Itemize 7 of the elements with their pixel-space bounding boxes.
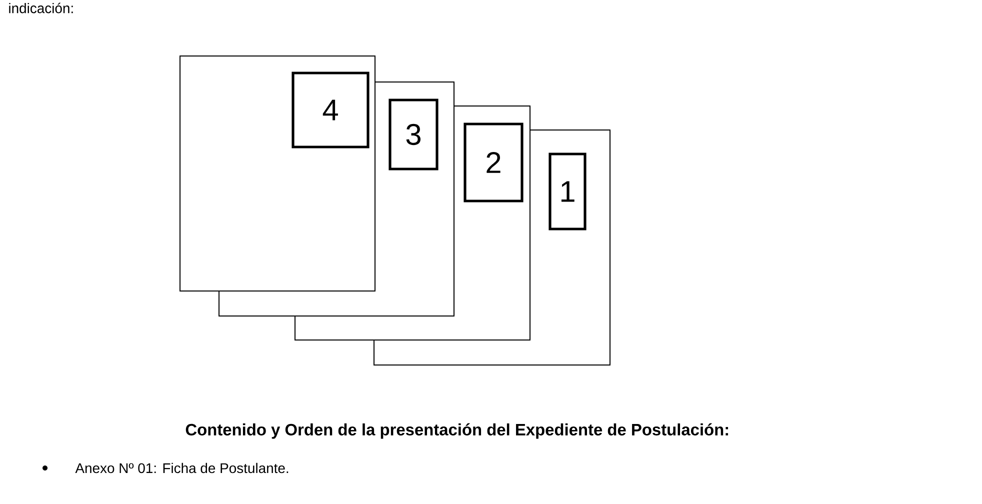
section-heading: Contenido y Orden de la presentación del Expediente de Postulación:	[186, 423, 728, 439]
number-box: 1	[548, 152, 586, 230]
number-box: 4	[292, 72, 370, 148]
number-box: 2	[464, 122, 524, 202]
list-item: Anexo Nº 01: Ficha de Postulante.	[75, 462, 288, 474]
number-box: 3	[388, 98, 438, 170]
instruction-text: indicación:	[9, 2, 73, 14]
